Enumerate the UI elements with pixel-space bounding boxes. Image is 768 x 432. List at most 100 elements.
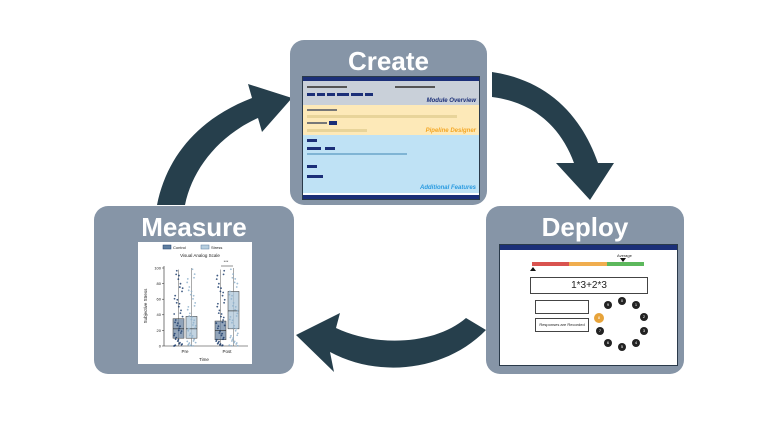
keypad-key-6[interactable]: 6: [604, 339, 612, 347]
keypad-key-1[interactable]: 1: [632, 301, 640, 309]
data-point: [216, 274, 219, 277]
data-point: [178, 302, 181, 305]
data-point: [186, 308, 189, 311]
user-marker-icon: [530, 267, 536, 271]
data-point: [220, 313, 223, 315]
data-point: [231, 338, 234, 341]
data-point: [233, 340, 236, 343]
rating-bar: [532, 262, 644, 266]
y-tick-label: 60: [157, 297, 162, 302]
data-point: [232, 327, 235, 329]
data-point: [237, 309, 239, 312]
additional-features-band: Additional Features: [303, 135, 479, 193]
x-tick-label: Post: [222, 349, 232, 354]
data-point: [231, 276, 234, 279]
create-topbar: [303, 77, 479, 81]
create-card: Create Module Overview Pipeline Designer: [290, 40, 487, 205]
data-point: [229, 268, 232, 271]
data-point: [222, 336, 225, 339]
data-point: [216, 305, 219, 308]
data-point: [222, 273, 225, 276]
data-point: [188, 334, 191, 337]
measure-title: Measure: [141, 212, 247, 242]
data-point: [174, 319, 177, 321]
data-point: [173, 334, 175, 337]
y-tick-label: 20: [157, 328, 162, 333]
y-tick-label: 40: [157, 312, 162, 317]
data-point: [180, 330, 183, 332]
data-point: [221, 294, 224, 297]
data-point: [233, 324, 236, 327]
data-point: [222, 338, 224, 341]
data-point: [215, 340, 218, 342]
data-point: [235, 286, 238, 288]
pipeline-designer-label: Pipeline Designer: [425, 128, 476, 134]
data-point: [178, 286, 181, 288]
data-point: [189, 332, 192, 335]
data-point: [188, 342, 191, 344]
data-point: [177, 329, 180, 332]
data-point: [217, 312, 220, 315]
data-point: [192, 297, 194, 300]
data-point: [229, 315, 232, 318]
deploy-topbar: [500, 245, 677, 250]
legend-label-stress: Stress: [211, 245, 222, 250]
y-axis-label: Subjective Stress: [143, 288, 148, 324]
deploy-card: Deploy Average 1*3+2*3 Responses are Rec…: [486, 206, 684, 374]
box-iqr: [172, 318, 185, 339]
data-point: [231, 319, 234, 322]
data-point: [232, 337, 235, 339]
data-point: [221, 344, 224, 347]
data-point: [236, 282, 239, 285]
data-point: [175, 301, 178, 304]
data-point: [236, 334, 239, 337]
data-point: [221, 321, 224, 324]
keypad-key-7[interactable]: 7: [596, 327, 604, 335]
data-point: [190, 344, 192, 347]
keypad-key-5[interactable]: 5: [618, 343, 626, 351]
data-point: [229, 336, 232, 339]
data-point: [181, 287, 184, 290]
additional-features-label: Additional Features: [419, 185, 476, 191]
create-screenshot: Module Overview Pipeline Designer Additi…: [302, 76, 480, 200]
data-point: [216, 327, 219, 330]
data-point: [188, 312, 191, 315]
data-point: [235, 315, 238, 317]
keypad-key-3[interactable]: 3: [640, 327, 648, 335]
data-point: [179, 325, 181, 328]
data-point: [215, 322, 218, 325]
data-point: [232, 302, 235, 304]
data-point: [191, 334, 194, 337]
data-point: [181, 315, 184, 318]
data-point: [217, 325, 220, 328]
data-point: [215, 278, 218, 281]
legend-label-control: Control: [173, 245, 186, 250]
legend-swatch-control: [162, 244, 172, 250]
responses-recorded-box: Responses are Recorded: [535, 318, 589, 332]
data-point: [176, 340, 179, 342]
keypad-key-4[interactable]: 4: [632, 339, 640, 347]
keypad-key-0[interactable]: 0: [618, 297, 626, 305]
data-point: [222, 319, 225, 321]
data-point: [193, 304, 196, 307]
data-point: [186, 278, 189, 280]
keypad-key-2[interactable]: 2: [640, 313, 648, 321]
data-point: [218, 340, 220, 343]
data-point: [173, 332, 176, 335]
keypad-key-9[interactable]: 9: [604, 301, 612, 309]
data-point: [232, 304, 234, 307]
data-point: [176, 298, 179, 301]
data-point: [215, 338, 218, 341]
keypad-key-8[interactable]: 8: [594, 313, 604, 323]
data-point: [173, 313, 176, 315]
data-point: [217, 282, 220, 285]
module-overview-band: Module Overview: [303, 81, 479, 105]
circular-keypad: 0 1 2 3 4 5 6 7 8 9: [592, 297, 652, 357]
answer-input[interactable]: [535, 300, 589, 314]
data-point: [219, 343, 222, 345]
data-point: [219, 290, 222, 293]
data-point: [223, 298, 226, 301]
data-point: [179, 282, 182, 285]
data-point: [177, 278, 180, 281]
